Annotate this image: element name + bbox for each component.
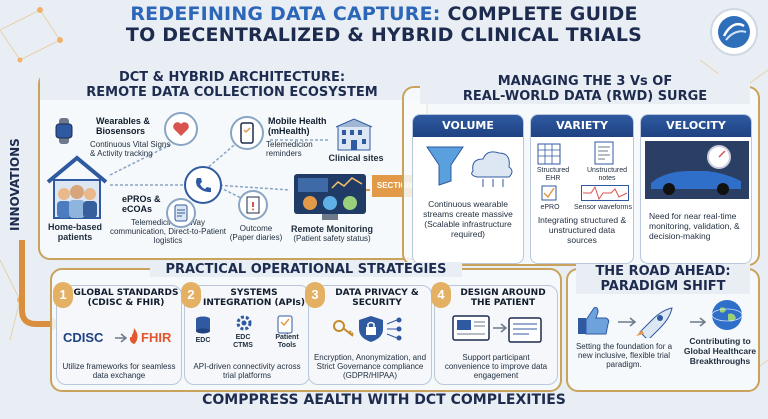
strategy-number-3: 3 bbox=[305, 282, 325, 308]
volume-header: VOLUME bbox=[413, 115, 523, 137]
fhir-logo: FHIR bbox=[141, 330, 172, 345]
sensor-waveform-icon bbox=[581, 185, 629, 201]
strategy-number-2: 2 bbox=[181, 282, 201, 308]
race-car-stopwatch-icon bbox=[645, 141, 749, 199]
variety-header: VARIETY bbox=[531, 115, 633, 137]
unstructured-notes-icon bbox=[594, 141, 614, 165]
biosensor-icon bbox=[164, 112, 198, 146]
clinical-site-building-icon bbox=[335, 118, 373, 151]
velocity-card: VELOCITY Need for near real-time monitor… bbox=[640, 114, 752, 264]
outcome-paper-diary-icon bbox=[238, 190, 268, 220]
velocity-text: Need for near real-time monitoring, vali… bbox=[649, 211, 740, 241]
architecture-title: DCT & HYBRID ARCHITECTURE: REMOTE DATA C… bbox=[40, 70, 424, 100]
brand-logo bbox=[710, 8, 758, 56]
edc-label: EDC bbox=[195, 337, 211, 344]
globe-icon bbox=[711, 300, 743, 330]
strategy-card-3: 3 DATA PRIVACY & SECURITY Encryption, An… bbox=[305, 282, 432, 385]
road-ahead-right-text: Contributing to Global Healthcare Breakt… bbox=[683, 336, 757, 366]
road-ahead-left-text: Setting the foundation for a new inclusi… bbox=[575, 342, 673, 369]
remote-monitoring-text: (Patient safety status) bbox=[293, 234, 371, 243]
patient-tools-clipboard-icon bbox=[277, 315, 293, 334]
strategy-title-3: DATA PRIVACY & SECURITY bbox=[335, 288, 419, 308]
variety-notes-label: Unstructured notes bbox=[586, 167, 628, 182]
cdisc-logo: CDISC bbox=[63, 330, 104, 345]
epro-tablet-icon bbox=[166, 198, 196, 228]
strategy-text-2: API-driven connectivity across trial pla… bbox=[193, 362, 301, 380]
velocity-header: VELOCITY bbox=[641, 115, 751, 137]
strategy-text-4: Support participant convenience to impro… bbox=[444, 353, 548, 380]
arrow-right-icon bbox=[115, 333, 128, 343]
strategy-title-2: SYSTEMS INTEGRATION (APIs) bbox=[202, 288, 306, 308]
structured-ehr-icon bbox=[537, 143, 561, 165]
remote-monitoring-label: Remote Monitoring (Patient safety status… bbox=[282, 224, 382, 244]
epro-form-icon bbox=[541, 185, 557, 201]
remote-monitoring-screen-icon bbox=[294, 174, 366, 220]
wearables-title: Wearables & Biosensors bbox=[96, 116, 150, 136]
architecture-title-line-1: DCT & HYBRID ARCHITECTURE: bbox=[118, 70, 346, 85]
strategy-number-1: 1 bbox=[53, 282, 73, 308]
key-shield-lock-icon bbox=[333, 316, 402, 342]
variety-text: Integrating structured & unstructured da… bbox=[537, 215, 627, 245]
architecture-title-line-2: REMOTE DATA COLLECTION ECOSYSTEM bbox=[86, 85, 378, 100]
road-ahead-title: THE ROAD AHEAD: PARADIGM SHIFT bbox=[576, 264, 750, 294]
wearables-text: Continuous Vital Signs & Activity tracki… bbox=[90, 140, 171, 158]
fhir-flame-icon bbox=[129, 328, 138, 344]
remote-monitoring-title: Remote Monitoring bbox=[291, 224, 373, 234]
strategy-text-1: Utilize frameworks for seamless data exc… bbox=[62, 362, 176, 380]
globe-logo-icon bbox=[718, 16, 750, 48]
database-icon bbox=[196, 316, 210, 334]
variety-ehr-label: Structured EHR bbox=[536, 167, 570, 182]
telemedicine-phone-icon bbox=[184, 166, 222, 204]
variety-waveforms-label: Sensor waveforms bbox=[574, 204, 632, 211]
title-line-2: TO DECENTRALIZED & HYBRID CLINICAL TRIAL… bbox=[125, 24, 643, 46]
mhealth-text: Telemedicion reminders bbox=[266, 140, 313, 158]
title-rest: COMPLETE GUIDE bbox=[440, 3, 638, 25]
strategies-title: PRACTICAL OPERATIONAL STRATEGIES bbox=[150, 262, 462, 277]
patient-devices-icon bbox=[452, 315, 542, 343]
funnel-cloud-icon bbox=[426, 146, 513, 187]
mhealth-phone-icon bbox=[230, 116, 264, 150]
arrow-right-icon bbox=[690, 317, 707, 327]
strategy-card-2: 2 SYSTEMS INTEGRATION (APIs) EDC EDC CTM… bbox=[181, 282, 310, 385]
strategy-title-1: GLOBAL STANDARDS (CDISC & FHIR) bbox=[73, 288, 179, 308]
edc-ctms-label: EDC CTMS bbox=[233, 334, 253, 349]
gear-icon bbox=[236, 315, 252, 331]
road-ahead-title-line-1: THE ROAD AHEAD: bbox=[595, 264, 731, 279]
rwd-title-line-1: MANAGING THE 3 Vs OF bbox=[497, 74, 673, 89]
outcome-text: Outcome (Paper diaries) bbox=[229, 224, 283, 242]
road-ahead-title-line-2: PARADIGM SHIFT bbox=[600, 279, 726, 294]
rwd-title-line-2: REAL-WORLD DATA (RWD) SURGE bbox=[462, 89, 708, 104]
wearable-watch-icon bbox=[55, 118, 73, 144]
epro-text: Telemedicine, 2-Way communication, Direc… bbox=[109, 218, 227, 245]
strategy-card-4: 4 DESIGN AROUND THE PATIENT Support part… bbox=[431, 282, 558, 385]
volume-text: Continuous wearable streams create massi… bbox=[423, 199, 513, 239]
epro-title: ePROs & eCOAs bbox=[122, 194, 161, 214]
mhealth-title: Mobile Health (mHealth) bbox=[268, 116, 327, 136]
patient-tools-label: Patient Tools bbox=[275, 334, 299, 349]
strategy-card-1: 1 GLOBAL STANDARDS (CDISC & FHIR) CDISC … bbox=[53, 282, 182, 385]
volume-card: VOLUME Continuous wearable streams creat… bbox=[412, 114, 524, 264]
strategy-title-4: DESIGN AROUND THE PATIENT bbox=[460, 288, 546, 308]
home-patients-icon bbox=[46, 155, 108, 219]
variety-card: VARIETY Structured EHR Unstructured note… bbox=[530, 114, 634, 264]
footer-banner: COMPPRESS AEALTH WITH DCT COMPLEXITIES bbox=[202, 392, 566, 408]
strategy-number-4: 4 bbox=[431, 282, 451, 308]
variety-epro-label: ePRO bbox=[540, 204, 560, 211]
strategy-text-3: Encryption, Anonymization, and Strict Go… bbox=[313, 353, 427, 380]
thumbs-up-rocket-icon bbox=[578, 307, 673, 338]
page-title: REDEFINING DATA CAPTURE: COMPLETE GUIDE … bbox=[0, 4, 768, 46]
clinical-sites-label: Clinical sites bbox=[328, 153, 384, 163]
rwd-title: MANAGING THE 3 Vs OF REAL-WORLD DATA (RW… bbox=[420, 74, 750, 104]
title-accent: REDEFINING DATA CAPTURE: bbox=[130, 3, 441, 25]
home-patients-label: Home-based patients bbox=[47, 222, 102, 242]
